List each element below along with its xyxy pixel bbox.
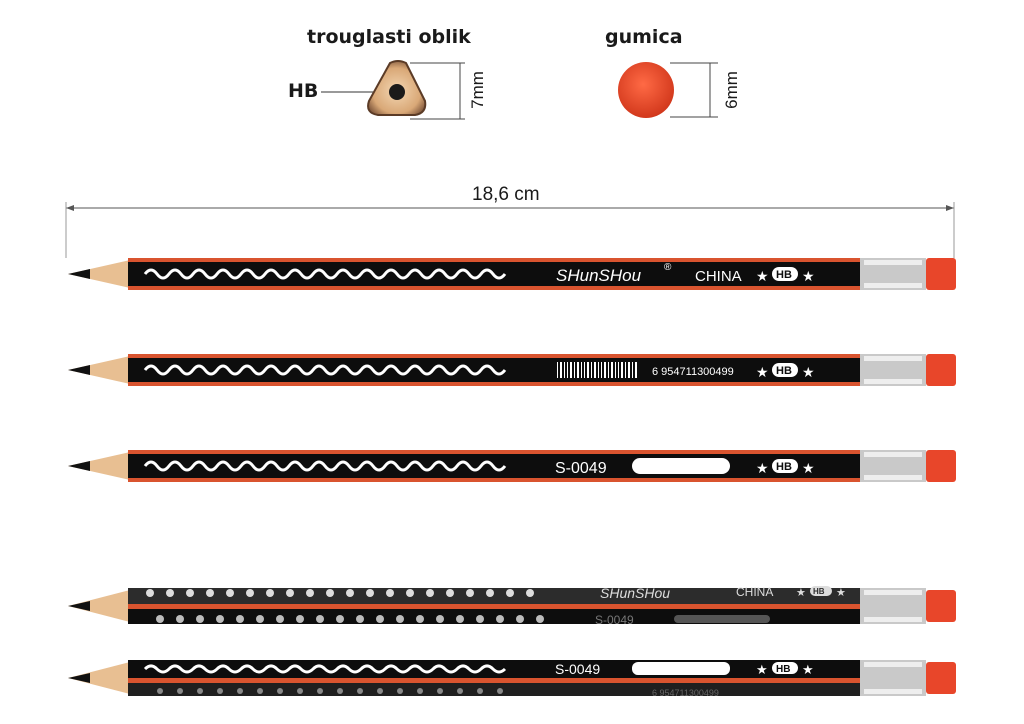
cross-section-diameter: 7mm xyxy=(468,71,487,109)
pencil-length-label: 18,6 cm xyxy=(472,184,540,205)
pencil-2: 6 954711300499 ★ HB ★ xyxy=(68,354,956,386)
eraser-tip xyxy=(926,258,956,290)
grade-text: HB xyxy=(776,365,792,377)
barcode xyxy=(557,362,637,378)
barcode-number: 6 954711300499 xyxy=(652,366,734,378)
eraser-diameter: 6mm xyxy=(722,71,741,109)
wave-pattern xyxy=(143,268,507,280)
svg-text:★: ★ xyxy=(756,364,769,380)
pencil-4: SHunSHou CHINA S-0049 ★ HB ★ xyxy=(68,585,956,627)
core-grade-label: HB xyxy=(288,80,319,102)
body xyxy=(128,262,862,286)
brand-text: SHunSHou xyxy=(556,266,642,285)
brand-text: SHunSHou xyxy=(600,585,670,601)
eraser-circle xyxy=(618,62,674,118)
cross-section-shape-label: trouglasti oblik xyxy=(307,26,471,48)
svg-text:★: ★ xyxy=(756,460,769,476)
grade-text: HB xyxy=(776,664,790,675)
triangular-cross-section xyxy=(321,60,465,120)
star-left: ★ xyxy=(756,268,769,284)
grade-text: HB xyxy=(776,269,792,281)
grade-text: HB xyxy=(813,587,825,596)
pencil-3: S-0049 ★ HB ★ xyxy=(68,450,956,482)
graphite-core xyxy=(389,84,405,100)
star-right: ★ xyxy=(802,268,815,284)
pencil-5: S-0049 6 954711300499 ★ HB ★ xyxy=(68,660,956,698)
origin-text: CHINA xyxy=(736,585,773,599)
svg-text:★: ★ xyxy=(802,460,815,476)
origin-text: CHINA xyxy=(695,268,742,285)
grade-text: HB xyxy=(776,461,792,473)
svg-text:★: ★ xyxy=(802,364,815,380)
eraser-cross-section xyxy=(618,62,718,118)
svg-text:★: ★ xyxy=(802,662,814,677)
svg-text:★: ★ xyxy=(796,587,806,599)
registered-mark: ® xyxy=(664,262,672,273)
svg-text:★: ★ xyxy=(756,662,768,677)
barcode-number: 6 954711300499 xyxy=(652,688,719,698)
eraser-label: gumica xyxy=(605,26,683,48)
model-code: S-0049 xyxy=(555,460,607,477)
grade-badge xyxy=(772,267,798,281)
model-code: S-0049 xyxy=(555,661,600,677)
pencil-1: SHunSHou ® CHINA ★ HB ★ xyxy=(68,258,956,290)
wood-tip xyxy=(68,260,130,288)
length-dimension-line xyxy=(65,202,955,258)
graphite-tip xyxy=(68,269,90,279)
svg-text:★: ★ xyxy=(836,587,846,599)
name-field xyxy=(632,458,730,474)
model-code: S-0049 xyxy=(595,613,634,627)
